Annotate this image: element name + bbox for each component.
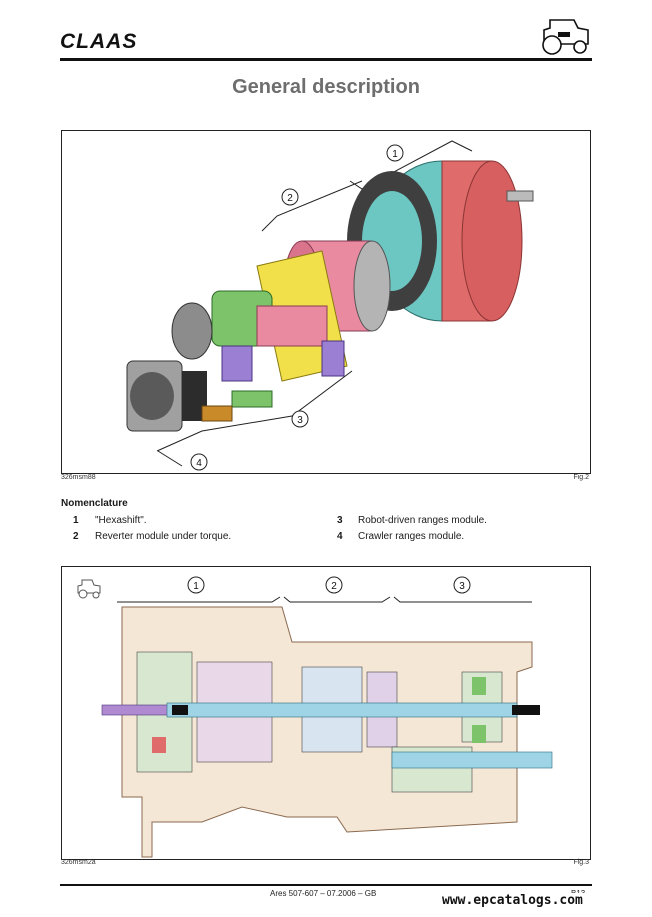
- crawler-module: [126, 360, 233, 432]
- cross-section-illustration: 1 2 3: [77, 576, 553, 858]
- page-title: General description: [232, 76, 420, 98]
- tractor-icon: [77, 579, 101, 599]
- svg-text:4: 4: [196, 458, 202, 469]
- figure-cross-section: 1 2 3: [61, 566, 591, 860]
- figure1-code: 326msm88: [61, 474, 96, 481]
- nomenclature-num-1: 1: [73, 515, 79, 526]
- svg-text:3: 3: [459, 581, 465, 592]
- callout-3: 3: [291, 410, 309, 428]
- section-callout-2: 2: [325, 576, 343, 594]
- figure2-ref: Fig.3: [573, 859, 589, 866]
- nomenclature-title: Nomenclature: [61, 498, 128, 509]
- svg-text:3: 3: [297, 415, 303, 426]
- input-shaft: [101, 704, 173, 716]
- website-watermark[interactable]: www.epcatalogs.com: [440, 893, 585, 908]
- nomenclature-text-4: Crawler ranges module.: [358, 531, 465, 542]
- footer-doc: Ares 507-607 – 07.2006 – GB: [270, 889, 377, 898]
- exploded-transmission-illustration: 1 2 3 4: [126, 140, 534, 471]
- callout-2: 2: [281, 188, 299, 206]
- callout-4: 4: [190, 453, 208, 471]
- section-callout-1: 1: [187, 576, 205, 594]
- figure1-ref: Fig.2: [573, 474, 589, 481]
- svg-text:2: 2: [287, 193, 293, 204]
- nomenclature-text-1: "Hexashift".: [95, 515, 147, 526]
- svg-text:1: 1: [193, 581, 199, 592]
- nomenclature-text-2: Reverter module under torque.: [95, 531, 232, 542]
- main-shaft: [166, 702, 518, 718]
- nomenclature-num-3: 3: [337, 515, 343, 526]
- claas-logo: CLAAS: [60, 30, 138, 53]
- lower-shaft: [391, 751, 553, 769]
- figure-exploded-transmission: 1 2 3 4: [61, 130, 591, 474]
- nomenclature-text-3: Robot-driven ranges module.: [358, 515, 487, 526]
- header-rule: [60, 58, 592, 61]
- tractor-icon: [542, 19, 589, 55]
- svg-text:1: 1: [392, 149, 398, 160]
- section-callout-3: 3: [453, 576, 471, 594]
- footer-rule: [60, 884, 592, 886]
- figure2-code: 326msm2a: [61, 859, 96, 866]
- robot-ranges-module: [171, 250, 348, 408]
- callout-1: 1: [386, 144, 404, 162]
- svg-text:2: 2: [331, 581, 337, 592]
- nomenclature-num-4: 4: [337, 531, 343, 542]
- nomenclature-num-2: 2: [73, 531, 79, 542]
- shaft-end: [512, 705, 540, 715]
